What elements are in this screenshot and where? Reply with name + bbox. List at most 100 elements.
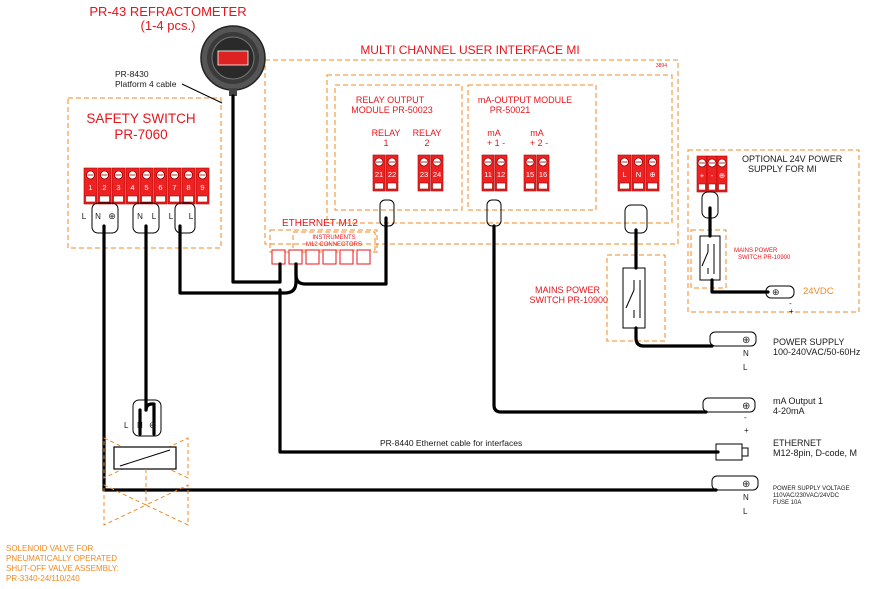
safety-terminal-8-label: 8 [186, 183, 190, 192]
ma-output-connector-icon [702, 397, 756, 413]
safety-terminal-labels: L N ⊕ N L L L [82, 211, 194, 221]
m12-connectors-label: M12 CONNECTORS [306, 242, 362, 248]
relay-terminal-21-label: 21 [375, 170, 383, 179]
mi-enclosure [264, 59, 679, 245]
optional-psu-title-2: SUPPLY FOR MI [748, 164, 817, 174]
optional-psu-terminal-2-label: ⊕ [719, 171, 725, 180]
ma-terminal-12-label: 12 [497, 170, 505, 179]
ma-terminal-15: 15 [523, 154, 537, 192]
relay2-label: RELAY [413, 128, 442, 138]
safety-terminal-9: 9 [195, 167, 210, 205]
mi-power-terminal-1-label: N [636, 170, 641, 179]
relay-terminal-22-label: 22 [388, 170, 396, 179]
relay1-num: 1 [383, 138, 388, 148]
mi-code: 3894 [656, 63, 667, 69]
svg-text:L: L [189, 212, 194, 221]
relay2-num: 2 [424, 138, 429, 148]
valve-desc-3: SHUT-OFF VALVE ASSEMBLY: [6, 564, 119, 573]
safety-terminal-3: 3 [111, 167, 126, 205]
ma-terminal-16-label: 16 [539, 170, 547, 179]
safety-terminal-3-label: 3 [116, 183, 120, 192]
valve-pin-pe: ⊕ [149, 420, 157, 430]
power-supply-title: POWER SUPPLY [773, 337, 844, 347]
optional-psu-terminal-1-label: - [711, 171, 714, 180]
valve-desc-2: PNEUMATICALLY OPERATED [6, 554, 117, 563]
relay-terminal-24-label: 24 [433, 170, 441, 179]
optional-psu-terminal-0: + [696, 155, 708, 193]
refractometer-cable-desc: Platform 4 cable [115, 79, 177, 89]
refractometer-title: PR-43 REFRACTOMETER [89, 4, 246, 19]
psu-voltage-connector-icon [711, 475, 759, 491]
ma-terminal-11-label: 11 [484, 170, 492, 179]
refractometer-qty: (1-4 pcs.) [141, 18, 196, 33]
safety-terminal-6-label: 6 [158, 183, 162, 192]
relay1-label: RELAY [372, 128, 401, 138]
vdc-connector-icon: ⊕ [765, 285, 795, 299]
vdc-plus: + [789, 307, 794, 316]
psu-voltage-fuse: FUSE 10A [773, 500, 801, 506]
ma-terminal-16: 16 [536, 154, 550, 192]
ma-output-title: mA Output 1 [773, 396, 823, 406]
ethernet-m12-title: ETHERNET M12 [282, 218, 358, 229]
power-supply-pin-l: L [743, 363, 748, 372]
vdc-label: 24VDC [803, 286, 834, 297]
valve-desc-1: SOLENOID VALVE FOR [6, 544, 94, 553]
optional-psu-switch-label-2: SWITCH PR-10900 [738, 255, 791, 261]
safety-terminal-2: 2 [97, 167, 112, 205]
safety-terminal-6: 6 [153, 167, 168, 205]
svg-text:N: N [137, 212, 143, 221]
instruments-label: INSTRUMENTS [312, 235, 355, 241]
ma-ch1-label: mA [487, 128, 501, 138]
psu-voltage-pin-pe: ⊕ [742, 479, 750, 490]
safety-terminal-7: 7 [167, 167, 182, 205]
ma-output-spec: 4-20mA [773, 406, 805, 416]
power-supply-spec: 100-240VAC/50-60Hz [773, 347, 861, 357]
optional-psu-terminal-2: ⊕ [716, 155, 728, 193]
ma-output-pin-minus: - [744, 413, 747, 422]
safety-model: PR-7060 [114, 127, 167, 142]
relay-terminal-22: 22 [385, 154, 399, 192]
power-supply-pin-pe: ⊕ [742, 335, 750, 346]
ma-module-title: mA-OUTPUT MODULE [478, 95, 572, 105]
mi-power-terminals: L N ⊕ [617, 154, 660, 192]
safety-terminal-4-label: 4 [130, 183, 134, 192]
ma-terminal-11: 11 [481, 154, 495, 192]
safety-title: SAFETY SWITCH [86, 111, 195, 126]
safety-terminal-4: 4 [125, 167, 140, 205]
ethernet-plug-icon [715, 443, 749, 461]
mi-power-terminal-2-label: ⊕ [649, 170, 655, 179]
svg-text:⊕: ⊕ [108, 211, 116, 221]
mi-power-terminal-0-label: L [622, 170, 626, 179]
mains-switch-symbol [622, 267, 646, 329]
mains-switch-label-2: SWITCH PR-10900 [529, 295, 608, 305]
psu-voltage-pin-l: L [743, 507, 748, 516]
mains-switch-label-1: MAINS POWER [535, 285, 601, 295]
safety-terminal-5: 5 [139, 167, 154, 205]
safety-terminal-2-label: 2 [102, 183, 106, 192]
svg-text:L: L [152, 212, 157, 221]
vdc-minus: - [789, 299, 792, 308]
svg-text:⊕: ⊕ [772, 287, 780, 297]
optional-psu-switch-label-1: MAINS POWER [734, 248, 778, 254]
psu-voltage-spec: 110VAC/230VAC/24VDC [773, 493, 840, 499]
psu-voltage-pin-n: N [743, 493, 749, 502]
ethernet-out-title: ETHERNET [773, 438, 822, 448]
refractometer-cable-code: PR-8430 [115, 69, 149, 79]
ma-module-box [467, 84, 597, 211]
mi-inner-enclosure [326, 74, 673, 224]
ma-output-pin-pe: ⊕ [742, 401, 750, 412]
optional-psu-title-1: OPTIONAL 24V POWER [742, 154, 843, 164]
mi-title: MULTI CHANNEL USER INTERFACE MI [360, 43, 579, 57]
optional-psu-terminal-0-label: + [700, 171, 705, 180]
power-supply-connector-icon [709, 331, 757, 347]
ethernet-cable-label: PR-8440 Ethernet cable for interfaces [380, 438, 522, 448]
svg-text:N: N [95, 212, 101, 221]
ethernet-out-spec: M12-8pin, D-code, M [773, 448, 857, 458]
ma-ch2-pol: + 2 - [530, 138, 548, 148]
ma-terminal-12: 12 [494, 154, 508, 192]
safety-terminal-8: 8 [181, 167, 196, 205]
